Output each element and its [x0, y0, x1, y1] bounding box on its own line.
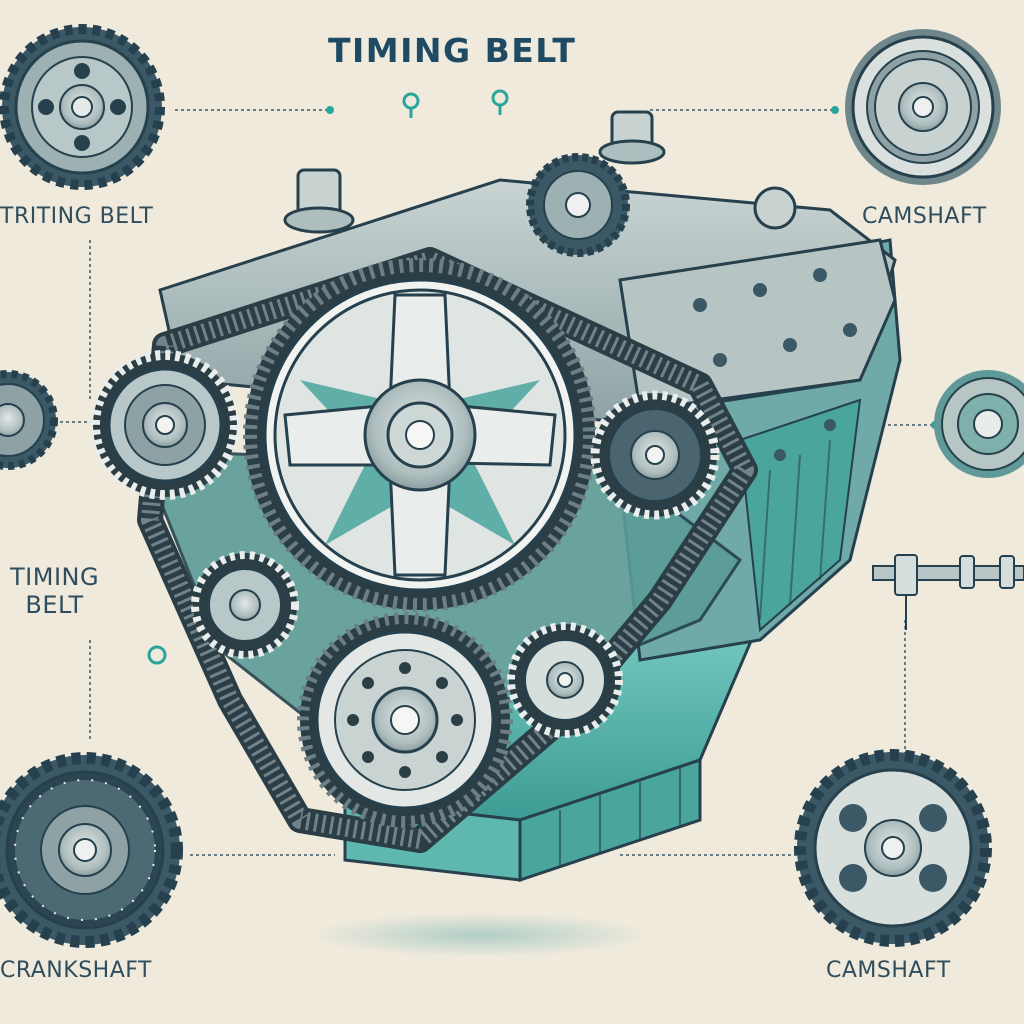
label-timing-belt: TIMING BELT: [10, 563, 100, 619]
engine-shadow: [310, 913, 650, 957]
gear-left-idler: [90, 350, 240, 500]
label-timing-belt-line2: BELT: [25, 590, 84, 619]
pulley-center: [243, 258, 597, 612]
label-timing-belt-line1: TIMING: [10, 563, 100, 591]
leader-lines: [60, 109, 935, 856]
gear-top-left: [0, 24, 165, 190]
label-crankshaft: CRANKSHAFT: [0, 958, 152, 983]
label-triting-belt: TRITING BELT: [0, 204, 154, 229]
pulley-top-right: [845, 29, 1001, 185]
gear-bottom-left: [0, 752, 183, 948]
pulley-crank: [297, 612, 513, 828]
gear-left-lower: [191, 551, 299, 659]
label-camshaft-top: CAMSHAFT: [862, 204, 987, 229]
gear-right-tensioner: [590, 390, 720, 520]
camshaft-shaft: [872, 554, 1024, 630]
pulley-right-middle: [934, 370, 1024, 478]
diagram-title: TIMING BELT: [328, 31, 577, 70]
gear-right-lower: [507, 622, 623, 738]
label-camshaft-bottom: CAMSHAFT: [826, 958, 951, 983]
gear-bottom-right: [794, 749, 992, 947]
pin-markers: [147, 89, 509, 665]
gear-left-edge: [0, 370, 58, 470]
